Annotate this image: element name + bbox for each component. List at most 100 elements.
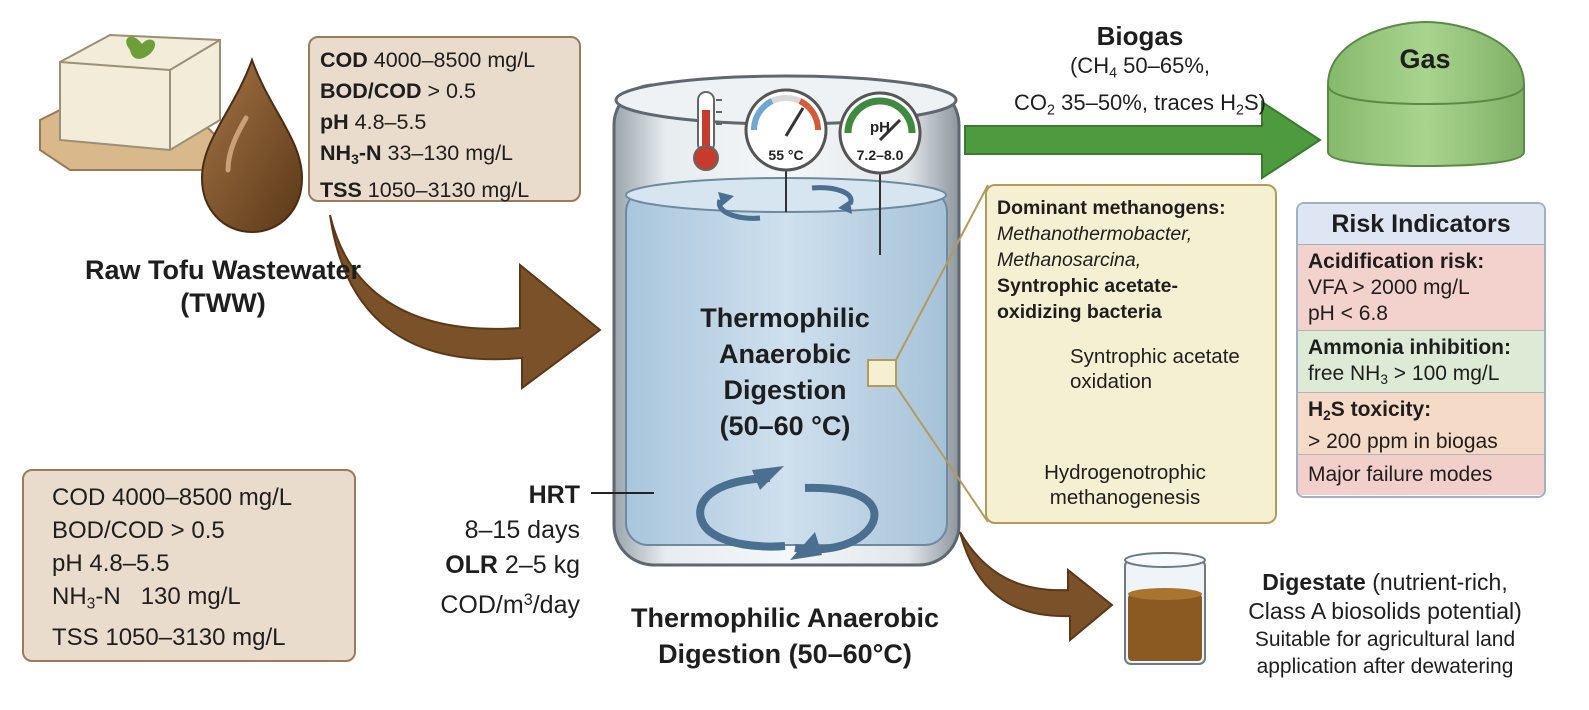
biogas-l2-sub: 2 (1047, 102, 1055, 119)
biogas-composition-line2: CO2 35–50%, traces H2S) (975, 88, 1305, 125)
tofu-icon (39, 33, 221, 171)
genus-methanothermobacter: Methanothermobacter, (997, 223, 1193, 245)
genus-methanosarcina: Methanosarcina, (997, 249, 1142, 271)
olr-unit: COD/m3/day (400, 583, 580, 623)
gas-tank-icon (1327, 20, 1525, 168)
biogas-l2-a: CO (1014, 90, 1048, 116)
digestate-title-rest: (nutrient-rich, (1365, 569, 1508, 595)
biogas-l1-b: 50–65%, (1117, 53, 1211, 78)
param-cod: COD 4000–8500 mg/L (320, 45, 569, 76)
temperature-gauge: 55 °C (744, 88, 828, 212)
biogas-composition-line1: (CH4 50–65%, (975, 51, 1305, 88)
raw-wastewater-label-line1: Raw Tofu Wastewater (84, 255, 362, 285)
param-nh3n-value: 33–130 mg/L (381, 141, 514, 165)
ph-gauge: pH 7.2–8.0 (838, 91, 922, 255)
digestate-arrow (959, 531, 1114, 643)
olr-unit-a: COD/m (440, 591, 524, 620)
hrt-key: HRT (528, 481, 580, 509)
risk-h2s-line: > 200 ppm in biogas (1308, 430, 1498, 454)
param-nh3n: NH3-N 33–130 mg/L (320, 138, 569, 175)
param-bodcod-key: BOD/COD (320, 79, 422, 103)
zoom-callout (867, 184, 989, 523)
param-tss-key: TSS (320, 178, 362, 203)
risk-ammonia: Ammonia inhibition: free NH3 > 100 mg/L (1298, 331, 1544, 393)
reactor-caption: Thermophilic Anaerobic Digestion (50–60°… (580, 600, 990, 672)
pathway-hm-line1: Hydrogenotrophic (1044, 461, 1206, 484)
saob-line1: Syntrophic acetate- (997, 275, 1178, 297)
raw-wastewater-label-line2: (TWW) (180, 288, 266, 318)
pathway-sao-label: Syntrophic acetate oxidation (1070, 344, 1240, 394)
param-tss-value: 1050–3130 mg/L (361, 178, 530, 203)
param2-nh3n-sub: 3 (86, 595, 96, 613)
operating-conditions: HRT 8–15 days OLR 2–5 kg COD/m3/day (400, 478, 580, 623)
risk-title: Risk Indicators (1298, 204, 1544, 245)
risk-acid-ph: pH < 6.8 (1308, 302, 1388, 325)
gas-tank-label: Gas (1399, 44, 1451, 74)
microbial-community-text: Dominant methanogens: Methanothermobacte… (997, 195, 1277, 325)
param2-nh3n: NH3-N 130 mg/L (52, 580, 326, 621)
thermometer-icon (693, 91, 722, 171)
pathway-hm-label: Hydrogenotrophic methanogenesis (1030, 460, 1220, 510)
risk-ammonia-head: Ammonia inhibition: (1308, 336, 1511, 359)
param2-nh3n-b: -N 130 mg/L (95, 583, 241, 610)
wastewater-drop-icon (200, 57, 304, 234)
biogas-l1-a: (CH (1069, 53, 1110, 78)
biogas-l2-sub2: 2 (1235, 102, 1244, 119)
risk-failure-modes: Major failure modes (1298, 455, 1544, 495)
param-bodcod-value: > 0.5 (421, 79, 476, 103)
biogas-l2-b: 35–50%, traces H (1055, 90, 1236, 116)
microbial-community-panel (985, 184, 1277, 524)
risk-acidification: Acidification risk: VFA > 2000 mg/L pH <… (1298, 245, 1544, 331)
ph-gauge-value: 7.2–8.0 (857, 147, 904, 163)
digestate-label: Digestate (nutrient-rich, Class A biosol… (1200, 568, 1570, 680)
param2-tss: TSS 1050–3130 mg/L (52, 623, 286, 651)
olr-key: OLR (445, 551, 498, 579)
olr-unit-sup: 3 (523, 591, 533, 609)
olr-value: 2–5 kg (497, 551, 580, 579)
digestate-line4: application after dewatering (1256, 655, 1514, 678)
olr-line: OLR 2–5 kg (400, 548, 580, 583)
param2-bodcod: BOD/COD > 0.5 (52, 517, 225, 544)
reactor-center-line1: Thermophilic (700, 303, 870, 333)
param-ph-value: 4.8–5.5 (348, 110, 427, 134)
reactor-caption-line2: Digestion (50–60°C) (658, 639, 912, 669)
risk-acid-vfa: VFA > 2000 mg/L (1308, 276, 1470, 299)
hrt-value: 8–15 days (464, 516, 580, 544)
param-tss: TSS 1050–3130 mg/L (320, 175, 569, 206)
biogas-title: Biogas (1096, 21, 1184, 51)
param-nh3n-key-a: NH (320, 141, 352, 165)
param-nh3n-key-b: -N (358, 141, 382, 165)
olr-unit-b: /day (532, 591, 580, 620)
digestate-title: Digestate (1262, 569, 1366, 595)
temp-gauge-value: 55 °C (768, 147, 803, 163)
risk-indicators-panel: Risk Indicators Acidification risk: VFA … (1296, 202, 1546, 498)
digestate-line2: Class A biosolids potential) (1248, 598, 1522, 624)
param2-nh3n-a: NH (52, 583, 87, 610)
risk-h2s-head: H2S toxicity: (1308, 397, 1534, 429)
risk-h2s: H2S toxicity: > 200 ppm in biogas (1298, 393, 1544, 455)
beaker-icon (1124, 552, 1206, 665)
risk-ammonia-b: > 100 mg/L (1387, 362, 1500, 385)
risk-ammonia-line: free NH3 > 100 mg/L (1308, 361, 1534, 393)
pathway-sao-line1: Syntrophic acetate (1070, 345, 1240, 368)
digestate-line3: Suitable for agricultural land (1254, 628, 1516, 651)
tww-parameters-box: COD 4000–8500 mg/L BOD/COD > 0.5 pH 4.8–… (308, 36, 581, 202)
pathway-hm-line2: methanogenesis (1049, 486, 1201, 509)
param2-ph: pH 4.8–5.5 (52, 550, 170, 577)
param-ph-key: pH (320, 110, 349, 134)
risk-ammonia-a: free NH (1308, 362, 1381, 385)
reactor-caption-line1: Thermophilic Anaerobic (630, 603, 940, 633)
reactor-center-label: Thermophilic Anaerobic Digestion (50–60 … (640, 300, 930, 444)
param2-cod: COD 4000–8500 mg/L (52, 484, 293, 511)
pathway-sao-line2: oxidation (1070, 370, 1153, 393)
param-nh3n-key-sub: 3 (351, 151, 359, 168)
raw-wastewater-label: Raw Tofu Wastewater (TWW) (58, 254, 388, 320)
risk-ammonia-sub: 3 (1380, 372, 1388, 388)
param-ph: pH 4.8–5.5 (320, 107, 569, 138)
reactor-center-line3: Digestion (723, 375, 847, 405)
biogas-l2-c: S) (1243, 90, 1266, 116)
risk-h2s-head-sub: 2 (1323, 408, 1331, 424)
param-bodcod: BOD/COD > 0.5 (320, 76, 569, 107)
biogas-arrow (964, 100, 1322, 180)
